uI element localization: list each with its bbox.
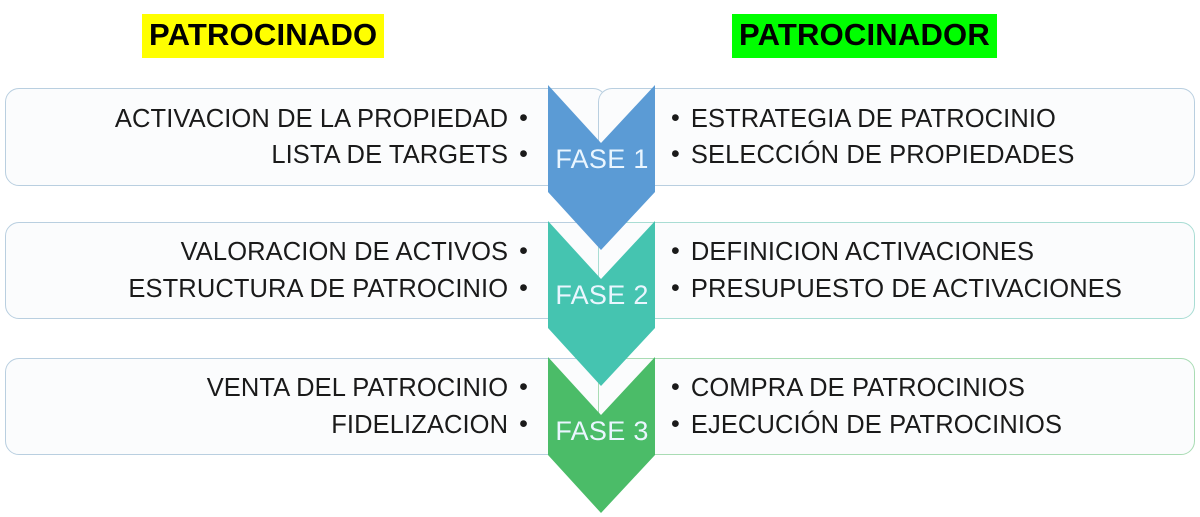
phase-3-sponsored-items: VENTA DEL PATROCINIO • FIDELIZACION • (6, 370, 606, 442)
item-text: EJECUCIÓN DE PATROCINIOS (690, 410, 1063, 439)
phase-3-sponsor-panel: • COMPRA DE PATROCINIOS • EJECUCIÓN DE PAT… (598, 358, 1195, 455)
bullet-icon: • (671, 140, 680, 168)
bullet-icon: • (519, 103, 528, 132)
item-text: PRESUPUESTO DE ACTIVACIONES (690, 274, 1122, 303)
item-text: LISTA DE TARGETS (271, 141, 509, 169)
column-header-sponsor: PATROCINADOR (732, 14, 997, 58)
phase-2-sponsor-panel: • DEFINICION ACTIVACIONES • PRESUPUESTO DE… (598, 222, 1195, 319)
bullet-icon: • (671, 373, 680, 402)
chevron-label-phase-1: FASE 1 (555, 144, 649, 174)
phase-2-sponsored-panel: VALORACION DE ACTIVOS • ESTRUCTURA DE PAT… (5, 222, 607, 319)
item-text: DEFINICION ACTIVACIONES (690, 238, 1035, 267)
bullet-icon: • (671, 103, 680, 132)
phase-1-sponsored-items: ACTIVACION DE LA PROPIEDAD • LISTA DE TAR… (6, 101, 606, 173)
list-item: • ESTRATEGIA DE PATROCINIO (671, 101, 1194, 137)
item-text: ESTRATEGIA DE PATROCINIO (690, 104, 1056, 133)
item-text: FIDELIZACION (331, 410, 509, 439)
list-item: VENTA DEL PATROCINIO • (6, 370, 528, 406)
item-text: VALORACION DE ACTIVOS (180, 238, 509, 267)
column-header-sponsored: PATROCINADO (142, 14, 385, 58)
phase-3-sponsored-panel: VENTA DEL PATROCINIO • FIDELIZACION • (5, 358, 607, 455)
list-item: ACTIVACION DE LA PROPIEDAD • (6, 101, 528, 137)
phase-2-sponsor-items: • DEFINICION ACTIVACIONES • PRESUPUESTO DE… (599, 234, 1194, 306)
list-item: LISTA DE TARGETS • (6, 137, 528, 173)
bullet-icon: • (519, 273, 528, 302)
phase-1-sponsor-panel: • ESTRATEGIA DE PATROCINIO • SELECCIÓN DE … (598, 88, 1195, 186)
phase-1-sponsor-items: • ESTRATEGIA DE PATROCINIO • SELECCIÓN DE … (599, 101, 1194, 173)
item-text: VENTA DEL PATROCINIO (206, 374, 509, 403)
item-text: SELECCIÓN DE PROPIEDADES (690, 141, 1075, 169)
bullet-icon: • (671, 237, 680, 266)
list-item: VALORACION DE ACTIVOS • (6, 234, 528, 270)
phase-1-sponsored-panel: ACTIVACION DE LA PROPIEDAD • LISTA DE TAR… (5, 88, 607, 186)
phase-2-sponsored-items: VALORACION DE ACTIVOS • ESTRUCTURA DE PAT… (6, 234, 606, 306)
bullet-icon: • (519, 140, 528, 168)
phase-3-sponsor-items: • COMPRA DE PATROCINIOS • EJECUCIÓN DE PAT… (599, 370, 1194, 442)
chevron-label-phase-3: FASE 3 (555, 416, 649, 446)
bullet-icon: • (671, 409, 680, 438)
item-text: ACTIVACION DE LA PROPIEDAD (114, 104, 509, 133)
list-item: • SELECCIÓN DE PROPIEDADES (671, 137, 1194, 173)
list-item: FIDELIZACION • (6, 407, 528, 443)
list-item: • DEFINICION ACTIVACIONES (671, 234, 1194, 270)
list-item: • PRESUPUESTO DE ACTIVACIONES (671, 271, 1194, 307)
list-item: • COMPRA DE PATROCINIOS (671, 370, 1194, 406)
bullet-icon: • (671, 273, 680, 302)
bullet-icon: • (519, 237, 528, 266)
item-text: ESTRUCTURA DE PATROCINIO (128, 274, 509, 303)
bullet-icon: • (519, 409, 528, 438)
item-text: COMPRA DE PATROCINIOS (690, 374, 1025, 403)
bullet-icon: • (519, 373, 528, 402)
chevron-label-phase-2: FASE 2 (555, 280, 649, 310)
list-item: • EJECUCIÓN DE PATROCINIOS (671, 407, 1194, 443)
list-item: ESTRUCTURA DE PATROCINIO • (6, 271, 528, 307)
